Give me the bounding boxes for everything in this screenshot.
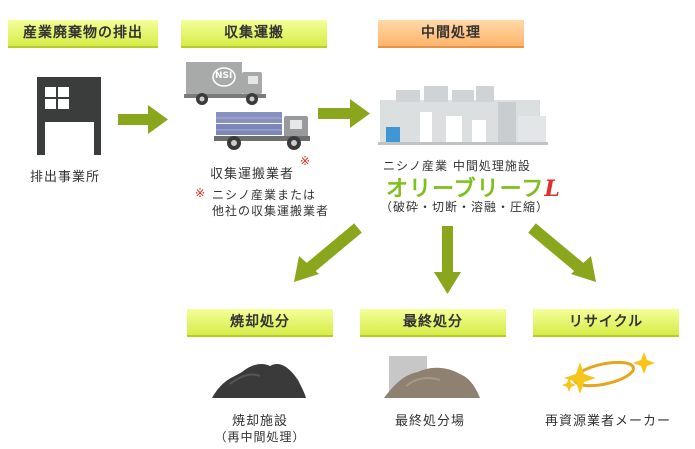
ash-pile-icon: [212, 363, 306, 398]
label-transport: 収集運搬: [181, 20, 327, 48]
landfill-label: 最終処分場: [394, 414, 465, 429]
note-mark: ※: [195, 186, 207, 200]
incineration-sub-label: （再中間処理）: [214, 430, 306, 444]
brand-name: オリーブリーフ: [386, 177, 545, 202]
truck-blue-icon: [214, 112, 310, 150]
arrow-down-icon: [434, 226, 461, 294]
office-building-icon: [37, 77, 101, 155]
transporter-label: 収集運搬業者: [210, 167, 295, 182]
arrow-down-left-icon: [294, 223, 362, 282]
brand-logo: オリーブリーフL: [386, 171, 561, 203]
label-final: 最終処分: [360, 309, 506, 337]
maker-label: 再資源業者メーカー: [544, 414, 671, 429]
label-discharge: 産業廃棄物の排出: [8, 20, 158, 48]
brand-mark: L: [544, 176, 561, 202]
facility-title: ニシノ産業 中間処理施設: [383, 159, 531, 173]
label-intermediate: 中間処理: [378, 20, 524, 48]
label-recycle: リサイクル: [533, 309, 679, 337]
arrow-right-icon: [318, 99, 370, 128]
note-line1: ニシノ産業または: [212, 188, 317, 202]
note-line2: 他社の収集運搬業者: [212, 204, 330, 218]
arrow-right-icon: [118, 105, 168, 134]
factory-icon: [378, 86, 548, 145]
label-incineration: 焼却処分: [187, 309, 333, 337]
transporter-note-mark: ※: [300, 154, 312, 168]
incineration-facility-label: 焼却施設: [231, 414, 288, 429]
recycle-sparkle-icon: [562, 352, 655, 394]
truck-logo: NSI: [215, 71, 233, 81]
landfill-icon: [384, 356, 480, 398]
office-label: 排出事業所: [30, 170, 101, 185]
process-label: （破砕・切断・溶融・圧縮）: [380, 200, 550, 214]
arrow-down-right-icon: [528, 223, 596, 282]
truck-gray-icon: [184, 62, 266, 105]
